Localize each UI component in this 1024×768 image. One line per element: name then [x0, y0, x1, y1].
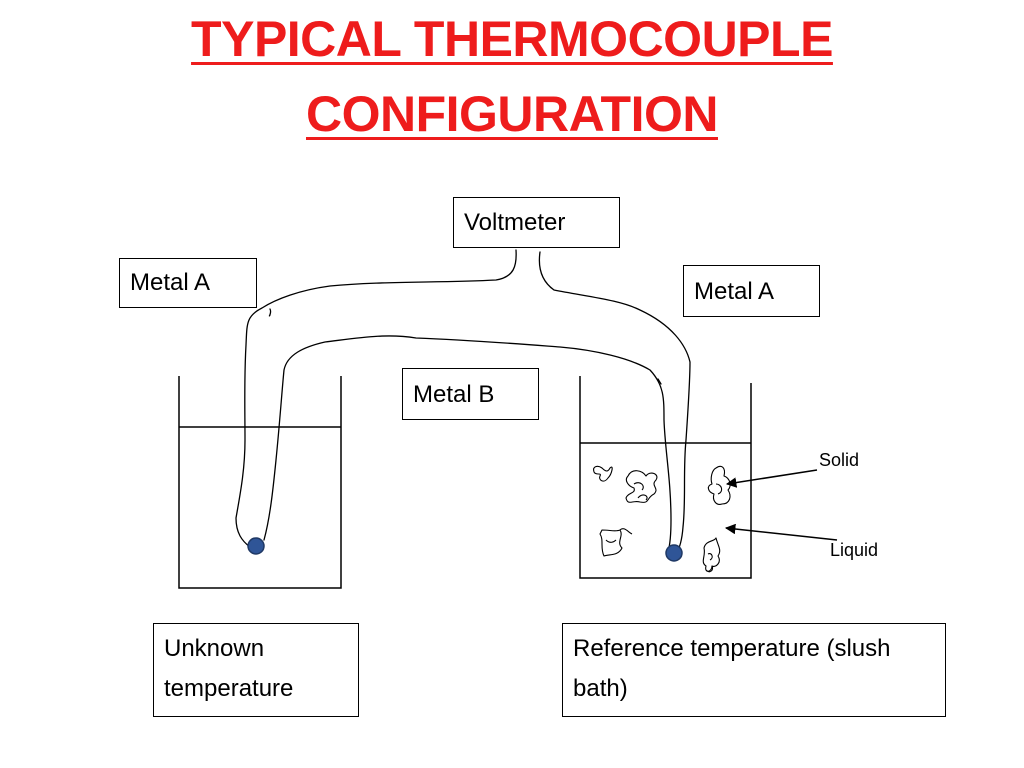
wire-metal-b-outer: [538, 251, 691, 555]
left-beaker: [178, 376, 342, 589]
metal-a-right-label: Metal A: [683, 265, 820, 317]
ice-pieces: [593, 465, 731, 573]
liquid-arrow: [724, 523, 838, 541]
voltmeter-label: Voltmeter: [453, 197, 620, 248]
ice-piece-3: [707, 465, 731, 505]
ice-piece-5: [702, 537, 721, 573]
left-junction: [247, 537, 265, 555]
title-line-1: TYPICAL THERMOCOUPLE: [191, 11, 833, 67]
reference-temperature-label: Reference temperature (slush bath): [562, 623, 946, 717]
wire-metal-a-left-outer: [235, 249, 517, 548]
wire-metal-a-left-inner: [268, 308, 272, 317]
ice-piece-2: [625, 470, 658, 503]
right-junction: [665, 544, 683, 562]
slide-title: TYPICAL THERMOCOUPLE CONFIGURATION: [0, 2, 1024, 152]
wire-stub: [657, 378, 662, 385]
ice-piece-4: [599, 528, 633, 557]
wire-metal-b-inner: [263, 335, 672, 553]
solid-arrow: [725, 469, 818, 488]
metal-a-left-label: Metal A: [119, 258, 257, 308]
title-line-2: CONFIGURATION: [306, 86, 718, 142]
liquid-label: Liquid: [830, 540, 879, 560]
thermocouple-wires: [235, 249, 691, 555]
metal-b-label: Metal B: [402, 368, 539, 420]
solid-label: Solid: [819, 450, 860, 470]
ice-piece-1: [593, 465, 613, 482]
unknown-temperature-label: Unknown temperature: [153, 623, 359, 717]
